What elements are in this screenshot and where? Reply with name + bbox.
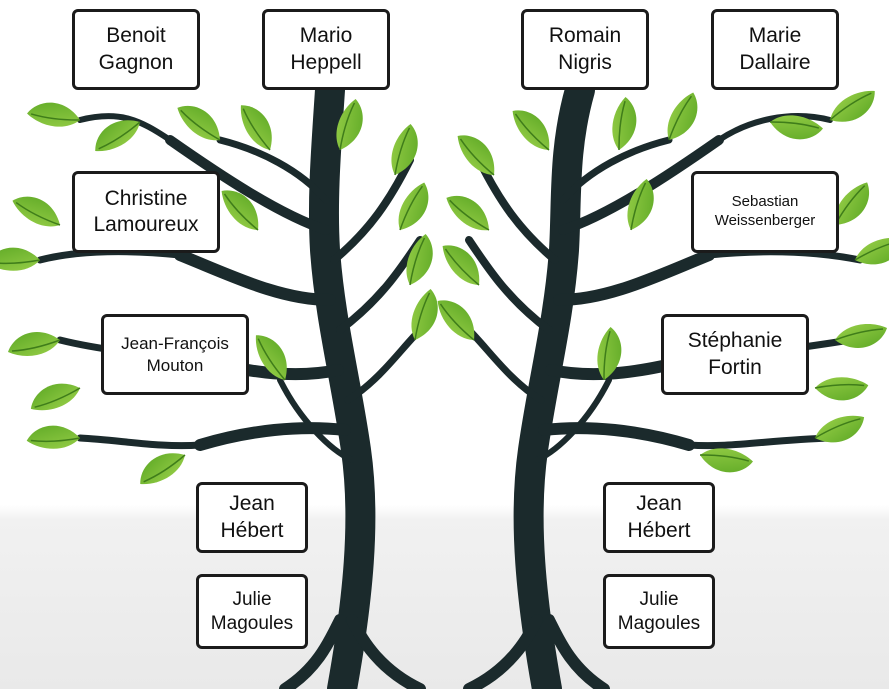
name-box-jean-hebert-right: Jean Hébert (603, 482, 715, 553)
left-trunk (308, 75, 376, 689)
name-label: Julie Magoules (210, 588, 294, 634)
name-label: Christine Lamoureux (93, 186, 199, 236)
name-box-julie-magoules-right: Julie Magoules (603, 574, 715, 649)
name-label: Julie Magoules (617, 588, 701, 634)
name-label: Jean Hébert (220, 492, 284, 542)
name-label: Jean Hébert (627, 492, 691, 542)
name-box-benoit-gagnon: Benoit Gagnon (72, 9, 200, 90)
name-box-jean-hebert-left: Jean Hébert (196, 482, 308, 553)
name-box-marie-dallaire: Marie Dallaire (711, 9, 839, 90)
name-box-julie-magoules-left: Julie Magoules (196, 574, 308, 649)
name-box-christine-lamoureux: Christine Lamoureux (72, 171, 220, 253)
name-label: Stéphanie Fortin (687, 329, 783, 379)
name-label: Jean-François Mouton (121, 334, 229, 375)
name-label: Romain Nigris (548, 24, 622, 74)
name-box-stephanie-fortin: Stéphanie Fortin (661, 314, 809, 395)
name-box-sebastian-weissenberger: Sebastian Weissenberger (691, 171, 839, 253)
right-trunk (513, 75, 595, 689)
name-label: Benoit Gagnon (98, 24, 174, 74)
name-label: Sebastian Weissenberger (714, 193, 816, 229)
name-label: Mario Heppell (290, 24, 362, 74)
name-box-mario-heppell: Mario Heppell (262, 9, 390, 90)
name-label: Marie Dallaire (739, 24, 811, 74)
name-box-romain-nigris: Romain Nigris (521, 9, 649, 90)
name-box-jean-francois-mouton: Jean-François Mouton (101, 314, 249, 395)
